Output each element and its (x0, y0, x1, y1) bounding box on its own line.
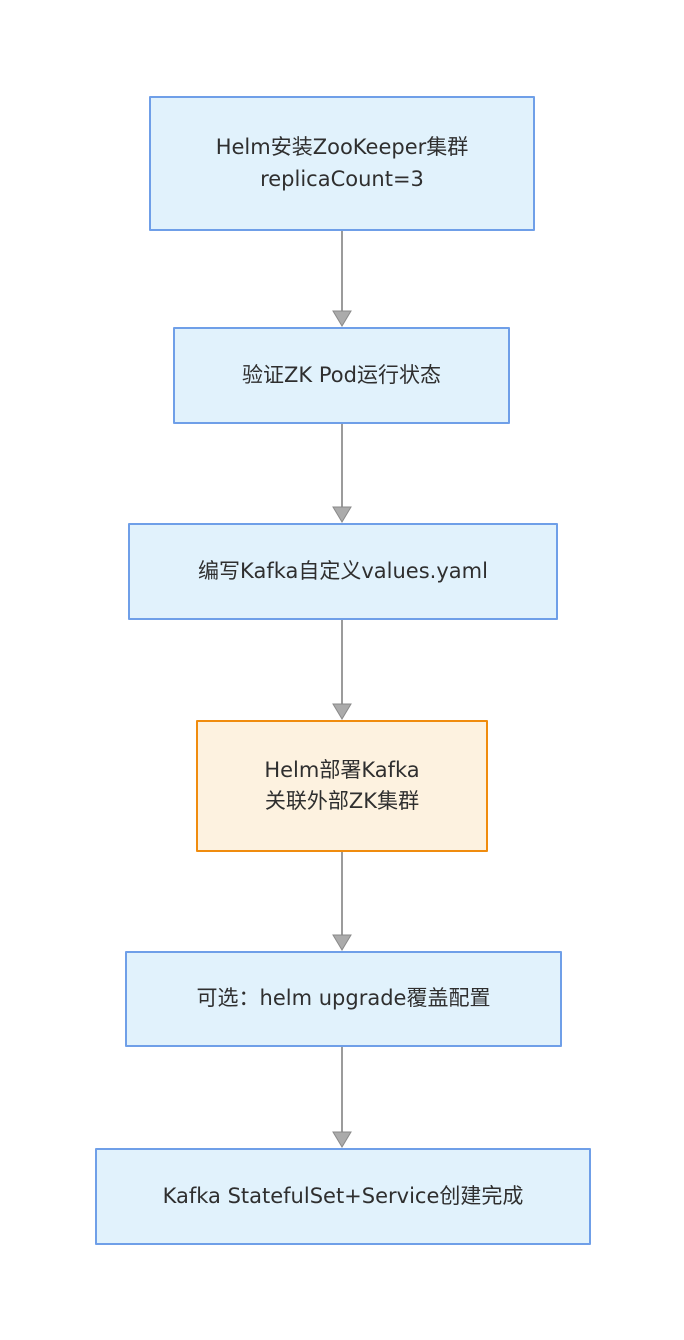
flow-edge-3 (330, 620, 354, 720)
arrow-down-icon (332, 852, 352, 951)
node-label-line: 编写Kafka自定义values.yaml (198, 558, 488, 583)
node-label-line: Kafka StatefulSet+Service创建完成 (162, 1183, 524, 1208)
flow-edge-1 (330, 231, 354, 327)
node-label-line: 可选：helm upgrade覆盖配置 (196, 986, 491, 1011)
arrow-down-icon (332, 620, 352, 720)
flow-node-helm-install-zookeeper: Helm安装ZooKeeper集群 replicaCount=3 (149, 96, 535, 231)
arrow-down-icon (332, 424, 352, 523)
node-label-line: 关联外部ZK集群 (264, 789, 420, 813)
node-label-line: Helm安装ZooKeeper集群 (215, 135, 469, 159)
flow-edge-5 (330, 1047, 354, 1148)
flow-node-write-kafka-values: 编写Kafka自定义values.yaml (128, 523, 558, 620)
flow-node-verify-zk-pods: 验证ZK Pod运行状态 (173, 327, 510, 424)
flow-node-helm-deploy-kafka: Helm部署Kafka 关联外部ZK集群 (196, 720, 488, 852)
flow-node-kafka-created-done: Kafka StatefulSet+Service创建完成 (95, 1148, 591, 1245)
flow-node-optional-helm-upgrade: 可选：helm upgrade覆盖配置 (125, 951, 562, 1047)
node-label-line: 验证ZK Pod运行状态 (242, 362, 441, 387)
flow-edge-2 (330, 424, 354, 523)
arrow-down-icon (332, 1047, 352, 1148)
arrow-down-icon (332, 231, 352, 327)
flow-edge-4 (330, 852, 354, 951)
node-label-line: replicaCount=3 (260, 166, 424, 191)
node-label-line: Helm部署Kafka (264, 757, 420, 782)
